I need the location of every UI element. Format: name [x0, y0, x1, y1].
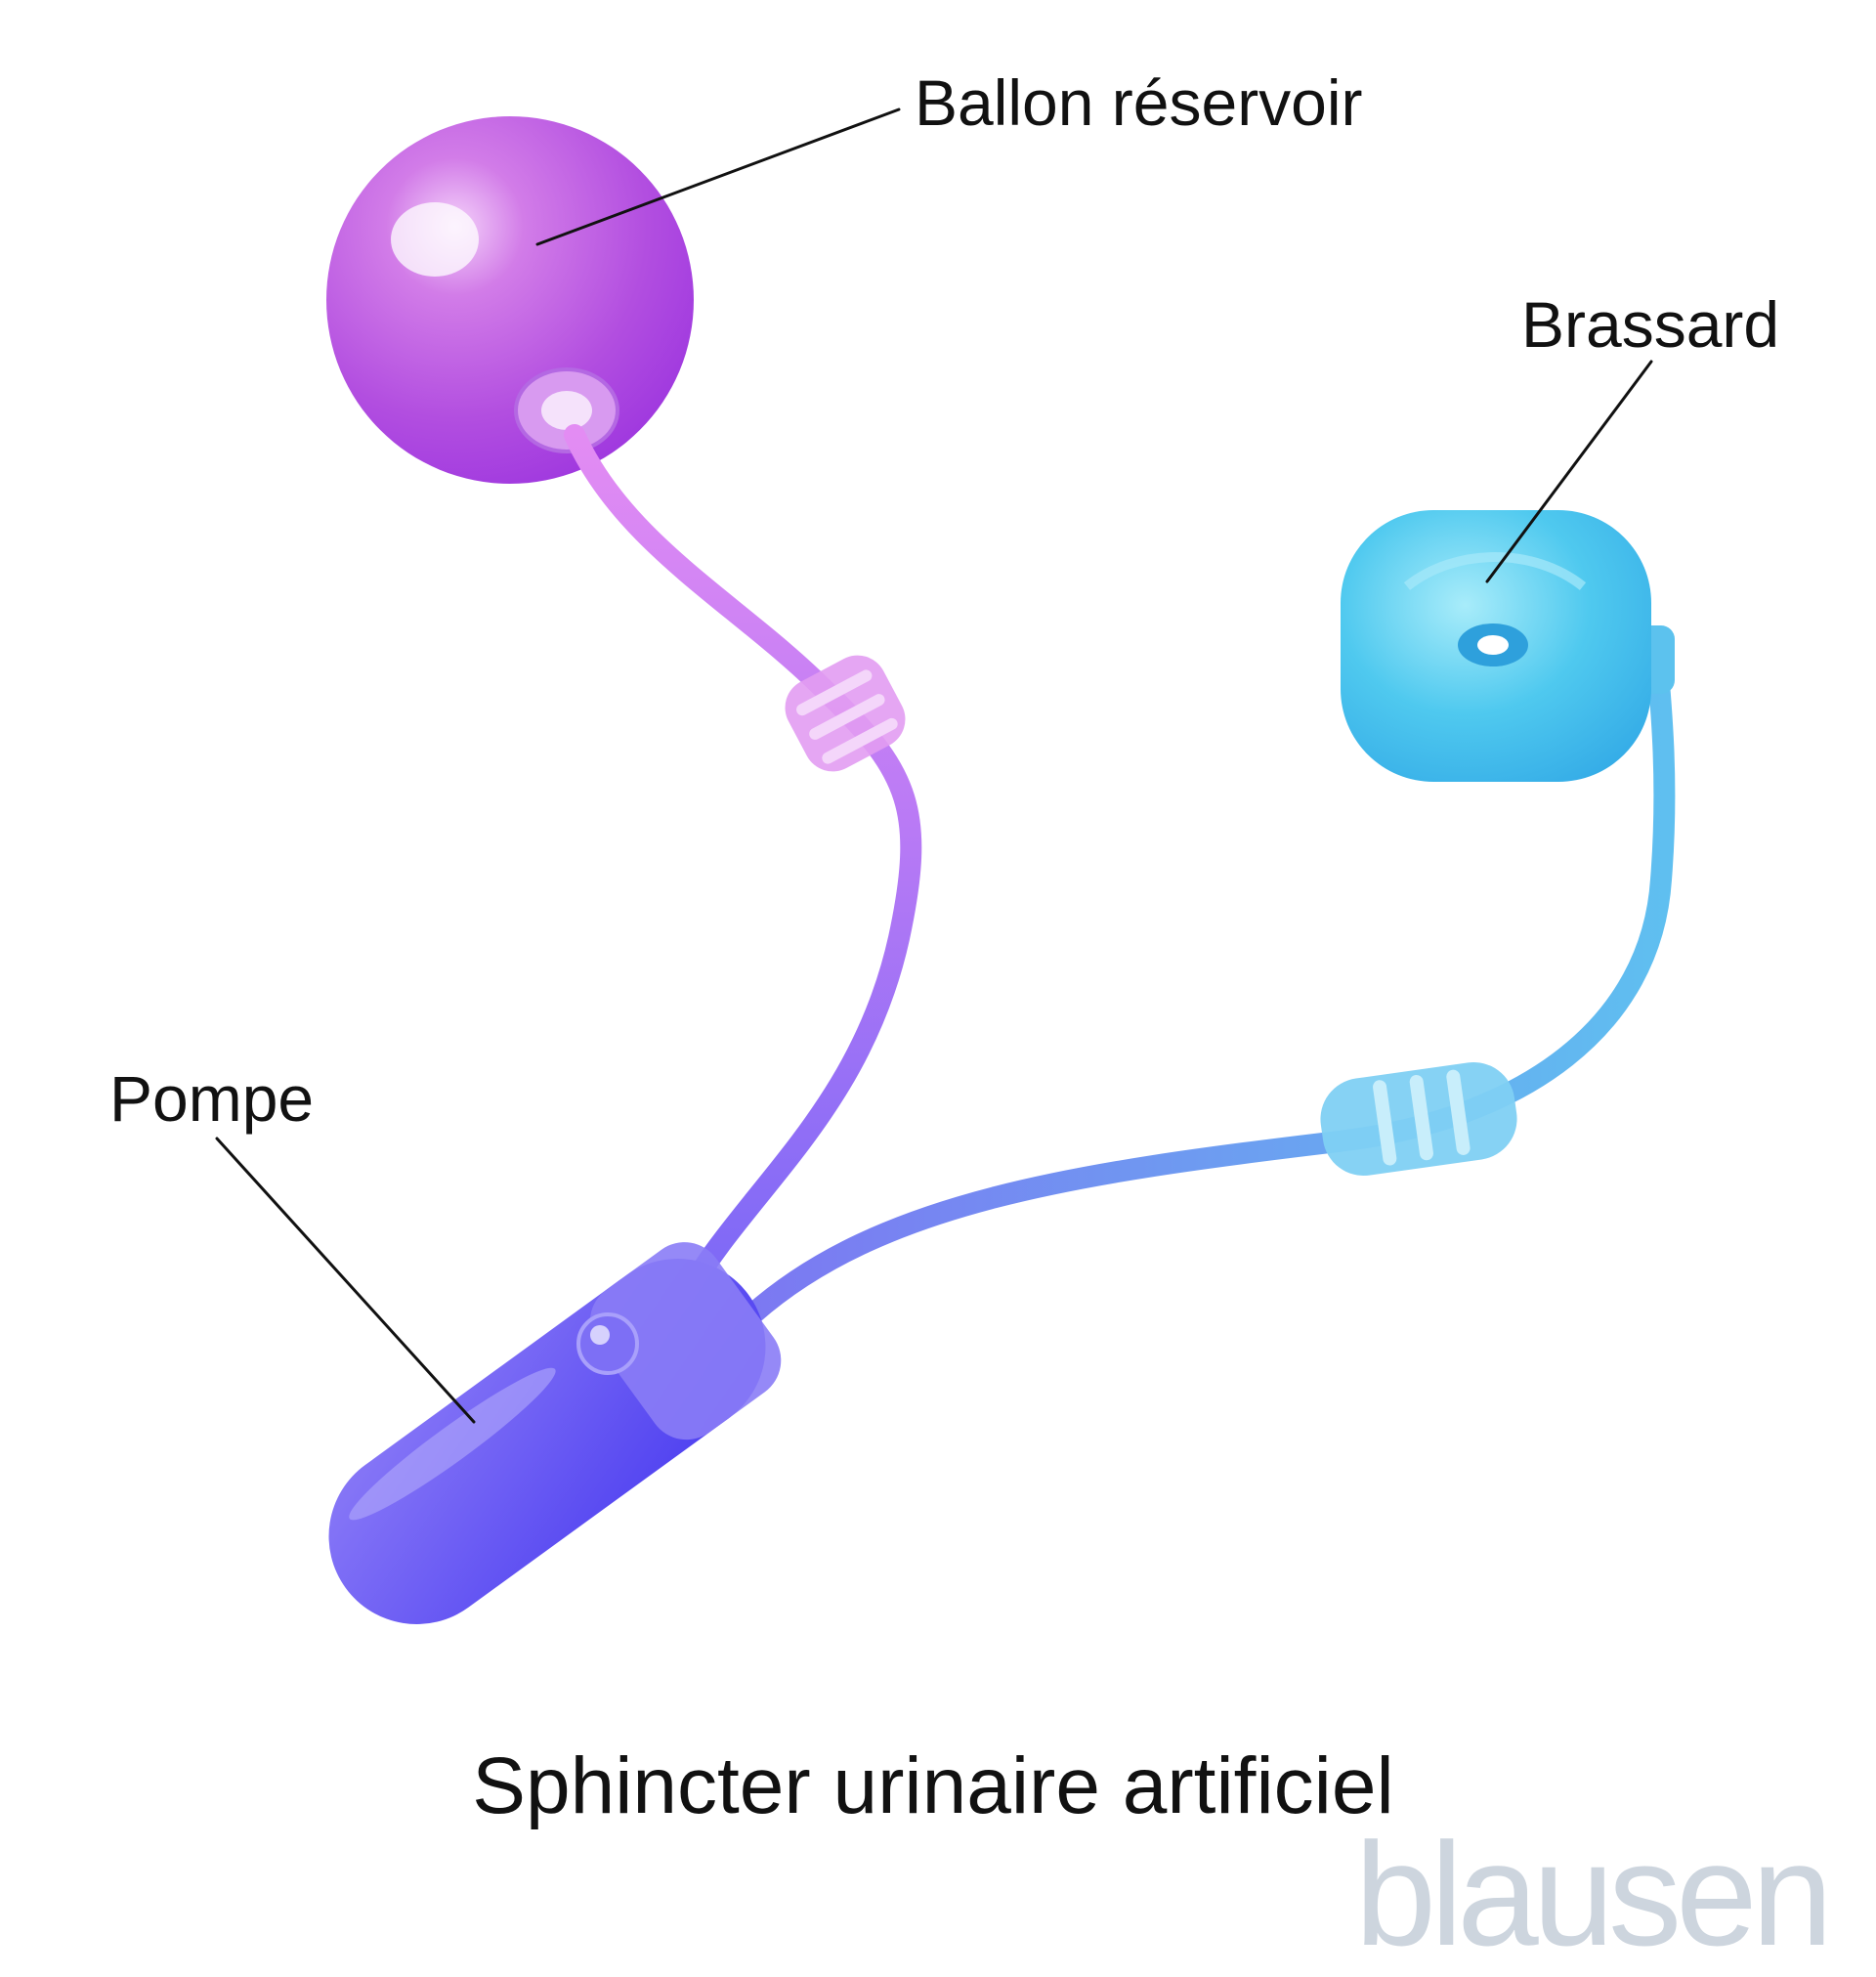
reservoir-label: Ballon réservoir [915, 66, 1363, 139]
cuff-leader-line [1485, 360, 1653, 583]
pump [328, 1242, 782, 1624]
pump-leader-line [215, 1137, 476, 1424]
reservoir-tube [564, 424, 922, 1311]
reservoir-tube-connector [785, 655, 906, 772]
pump-label: Pompe [109, 1062, 314, 1135]
cuff-label: Brassard [1521, 288, 1779, 361]
reservoir-leader-line [535, 107, 901, 246]
reservoir-balloon [326, 116, 694, 484]
blausen-logo: blausen [1355, 1812, 1827, 1976]
cuff-tube-connector [1320, 1062, 1517, 1176]
cuff [1341, 510, 1651, 782]
diagram-caption: Sphincter urinaire artificiel [472, 1741, 1393, 1830]
